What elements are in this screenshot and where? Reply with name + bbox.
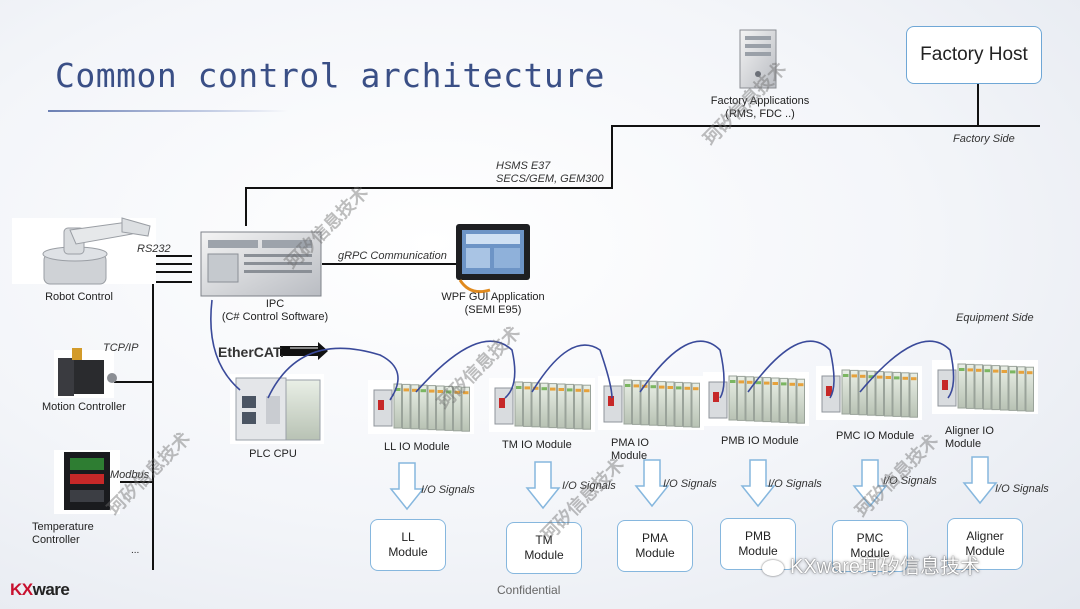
io-module-strip: [489, 378, 595, 432]
tcpip-label: TCP/IP: [103, 342, 139, 354]
confidential-label: Confidential: [497, 583, 561, 597]
ethercat-text: EtherCAT.: [218, 344, 284, 360]
io-module-label: Aligner IO Module: [945, 425, 994, 450]
io-signals-label: I/O Signals: [562, 480, 616, 492]
module-box: Aligner Module: [947, 518, 1023, 570]
rs232-label: RS232: [137, 243, 171, 255]
down-arrow-icon: [525, 461, 561, 510]
robot-icon: [12, 217, 156, 285]
factory-bus: [611, 125, 1040, 156]
io-signals-label: I/O Signals: [768, 478, 822, 490]
io-signals-label: I/O Signals: [421, 484, 475, 496]
io-module-strips: [368, 360, 1038, 434]
io-module-label: TM IO Module: [502, 439, 572, 451]
ipc-label: IPC (C# Control Software): [200, 298, 350, 324]
touch-panel-icon: [456, 224, 530, 294]
module-box: PMC Module: [832, 520, 908, 572]
grpc-label: gRPC Communication: [338, 250, 447, 262]
factory-apps-subtitle: (RMS, FDC ..): [725, 108, 795, 120]
factory-host-box: Factory Host: [906, 26, 1042, 84]
io-module-strip: [816, 366, 922, 420]
server-icon: [739, 29, 777, 89]
hsms-label: HSMS E37 SECS/GEM, GEM300: [496, 160, 604, 186]
ipc-icon: [200, 231, 322, 297]
hsms-line-1: HSMS E37: [496, 160, 551, 172]
io-module-label: PMB IO Module: [721, 435, 799, 447]
wechat-watermark: KXware珂矽信息技术: [762, 550, 980, 579]
io-signals-label: I/O Signals: [995, 483, 1049, 495]
servo-motor-icon: [54, 348, 117, 398]
io-module-strip: [598, 376, 704, 430]
motion-controller-label: Motion Controller: [42, 401, 126, 413]
io-module-strip: [368, 380, 474, 434]
hsms-line-2: SECS/GEM, GEM300: [496, 173, 604, 185]
io-signals-label: I/O Signals: [663, 478, 717, 490]
wpf-subtitle: (SEMI E95): [464, 304, 522, 316]
hsms-line: [245, 156, 613, 226]
equipment-side-label: Equipment Side: [956, 312, 1034, 324]
wechat-text: KXware珂矽信息技术: [790, 556, 981, 578]
factory-apps-title: Factory Applications: [710, 95, 810, 107]
factory-side-label: Factory Side: [953, 133, 1015, 145]
io-module-strip: [932, 360, 1038, 414]
module-box: LL Module: [370, 519, 446, 571]
more-devices-ellipsis: ...: [131, 545, 140, 556]
ipc-subtitle: (C# Control Software): [221, 311, 329, 323]
temperature-line-1: Temperature: [32, 521, 94, 533]
page-title: Common control architecture: [55, 56, 605, 95]
temperature-controller-label: Temperature Controller: [32, 521, 94, 547]
factory-apps-label: Factory Applications (RMS, FDC ..): [700, 95, 820, 121]
plc-cpu-label: PLC CPU: [249, 448, 297, 460]
io-module-label: PMC IO Module: [836, 430, 915, 442]
io-module-label: PMA IO Module: [611, 437, 649, 462]
down-arrow-icon: [852, 459, 888, 508]
wpf-title: WPF GUI Application: [441, 291, 545, 303]
down-arrow-icon: [634, 459, 670, 508]
down-arrow-icon: [389, 462, 425, 511]
temperature-controller-icon: [54, 450, 120, 514]
io-module-label: LL IO Module: [384, 441, 450, 453]
kxware-logo: KXware: [10, 580, 70, 600]
ethercat-logo: EtherCAT.: [218, 344, 326, 362]
module-box: PMB Module: [720, 518, 796, 570]
title-underline: [48, 110, 288, 112]
logo-ware: ware: [32, 580, 70, 599]
io-signal-arrows: [389, 456, 998, 511]
down-arrow-icon: [740, 459, 776, 508]
wpf-gui-label: WPF GUI Application (SEMI E95): [430, 291, 556, 317]
module-box: PMA Module: [617, 520, 693, 572]
logo-kx: KX: [10, 580, 33, 599]
plc-cpu-icon: [230, 374, 324, 444]
ethercat-cable: [210, 299, 955, 401]
robot-control-label: Robot Control: [45, 291, 113, 303]
ipc-title: IPC: [265, 298, 285, 310]
down-arrow-icon: [962, 456, 998, 505]
io-signals-label: I/O Signals: [883, 475, 937, 487]
ethercat-arrow-icon: [280, 342, 328, 360]
module-box: TM Module: [506, 522, 582, 574]
temperature-line-2: Controller: [32, 534, 80, 546]
modbus-label: Modbus: [110, 469, 150, 481]
wechat-icon: [762, 559, 784, 576]
